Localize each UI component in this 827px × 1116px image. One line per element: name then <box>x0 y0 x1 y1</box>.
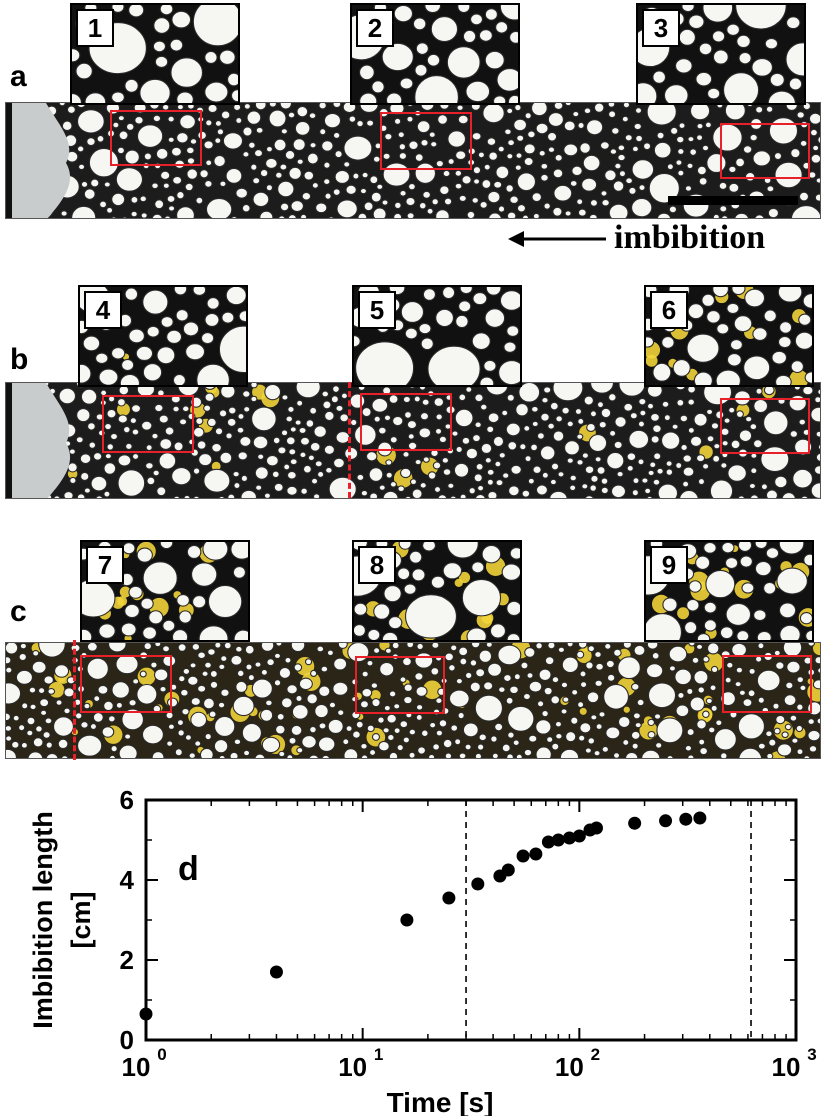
data-point <box>442 891 456 905</box>
foam-texture <box>6 383 820 498</box>
inset-number-2: 2 <box>356 9 394 47</box>
x-tick-exponent: 0 <box>157 1045 166 1064</box>
panel-label-a: a <box>10 60 27 93</box>
y-tick-label: 0 <box>120 1025 134 1055</box>
imbibition-front-c <box>73 640 76 760</box>
x-axis-label: Time [s] <box>387 1087 494 1116</box>
roi-box-7 <box>80 655 172 713</box>
imbibition-label: imbibition <box>614 219 766 256</box>
foam-strip-c <box>5 642 821 759</box>
data-point <box>572 829 586 843</box>
roi-box-8 <box>355 656 445 714</box>
inset-number-1: 1 <box>76 9 114 47</box>
inset-number-3: 3 <box>642 9 680 47</box>
data-point <box>679 812 693 826</box>
data-point <box>562 831 576 845</box>
foam-texture <box>6 643 820 758</box>
data-point <box>501 863 515 877</box>
y-tick-label: 6 <box>120 785 134 815</box>
data-point <box>589 821 603 835</box>
panel-label-b: b <box>10 343 29 376</box>
foam-strip-b <box>5 382 821 499</box>
x-tick-label: 10 <box>555 1052 584 1082</box>
foam-texture <box>72 5 238 103</box>
inset-4: 4 <box>78 285 248 387</box>
x-tick-label: 10 <box>122 1052 151 1082</box>
data-point <box>541 835 555 849</box>
x-tick-exponent: 3 <box>807 1045 816 1064</box>
roi-box-1 <box>110 110 202 166</box>
data-point <box>139 1007 153 1021</box>
inset-6: 6 <box>644 285 814 387</box>
inset-number-9: 9 <box>650 546 688 584</box>
data-points <box>139 811 707 1021</box>
inset-1: 1 <box>70 3 240 105</box>
arrow-left-icon <box>508 231 606 247</box>
roi-box-3 <box>720 123 810 179</box>
panel-label-c: c <box>10 595 27 628</box>
inset-number-7: 7 <box>86 546 124 584</box>
data-point <box>659 814 673 828</box>
roi-box-6 <box>720 398 810 454</box>
inset-3: 3 <box>636 3 806 105</box>
data-point <box>693 811 707 825</box>
y-tick-label: 2 <box>120 945 134 975</box>
inset-number-4: 4 <box>84 291 122 329</box>
y-tick-label: 4 <box>120 865 135 895</box>
inset-8: 8 <box>352 540 522 642</box>
inset-7: 7 <box>80 540 250 642</box>
data-point <box>269 965 283 979</box>
inset-2: 2 <box>350 3 520 105</box>
x-tick-exponent: 2 <box>591 1045 600 1064</box>
y-axis-ticks: 0 2 4 6 <box>120 785 796 1055</box>
chart-plot-frame <box>144 798 798 1042</box>
y-axis-label-line2: [cm] <box>66 891 96 948</box>
data-point <box>400 913 414 927</box>
data-point <box>471 877 485 891</box>
data-point <box>529 847 543 861</box>
inset-5: 5 <box>352 285 522 387</box>
roi-box-5 <box>360 393 452 451</box>
roi-box-2 <box>380 112 472 170</box>
roi-box-4 <box>102 395 194 453</box>
x-tick-label: 10 <box>772 1052 801 1082</box>
data-point <box>551 833 565 847</box>
data-point <box>516 849 530 863</box>
inset-number-5: 5 <box>358 291 396 329</box>
x-tick-exponent: 1 <box>374 1045 383 1064</box>
data-point <box>628 816 642 830</box>
x-tick-label: 10 <box>338 1052 367 1082</box>
inset-number-6: 6 <box>650 291 688 329</box>
scale-bar <box>668 196 798 205</box>
roi-box-9 <box>722 655 812 713</box>
reference-lines <box>465 800 752 1040</box>
inset-number-8: 8 <box>358 546 396 584</box>
imbibition-front-b <box>348 382 351 498</box>
y-axis-label-line1: Imbibition length <box>28 811 58 1028</box>
chart-panel-label: d <box>178 850 199 888</box>
inset-9: 9 <box>644 540 814 642</box>
foam-texture <box>82 542 248 640</box>
